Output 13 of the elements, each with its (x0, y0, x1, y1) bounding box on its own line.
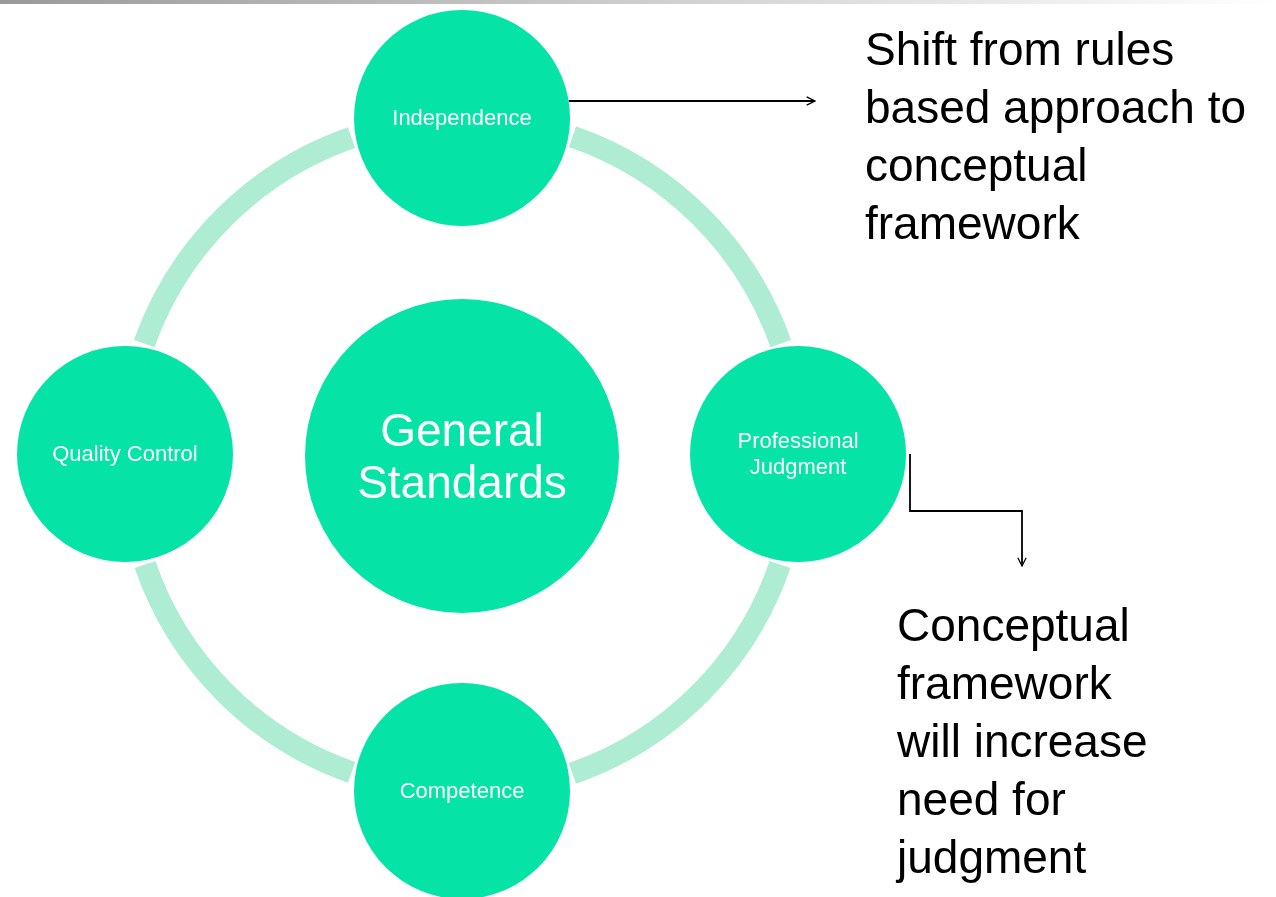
circle-label: Professional Judgment (736, 428, 860, 480)
circle-label: Competence (399, 778, 525, 804)
circle-label: General Standards (356, 404, 568, 508)
arrow (909, 453, 1027, 567)
note-text: Conceptual framework will increase need for judgment (897, 598, 1149, 885)
note-text: Shift from rules based approach to conceptual framework (865, 22, 1248, 251)
arrow (567, 96, 816, 106)
ring-arc (568, 560, 791, 784)
ring-arc (134, 560, 356, 783)
circle-label: Independence (392, 105, 532, 131)
circle-label: Quality Control (52, 441, 198, 467)
ring-arc (568, 126, 791, 348)
ring-arc (134, 127, 356, 348)
